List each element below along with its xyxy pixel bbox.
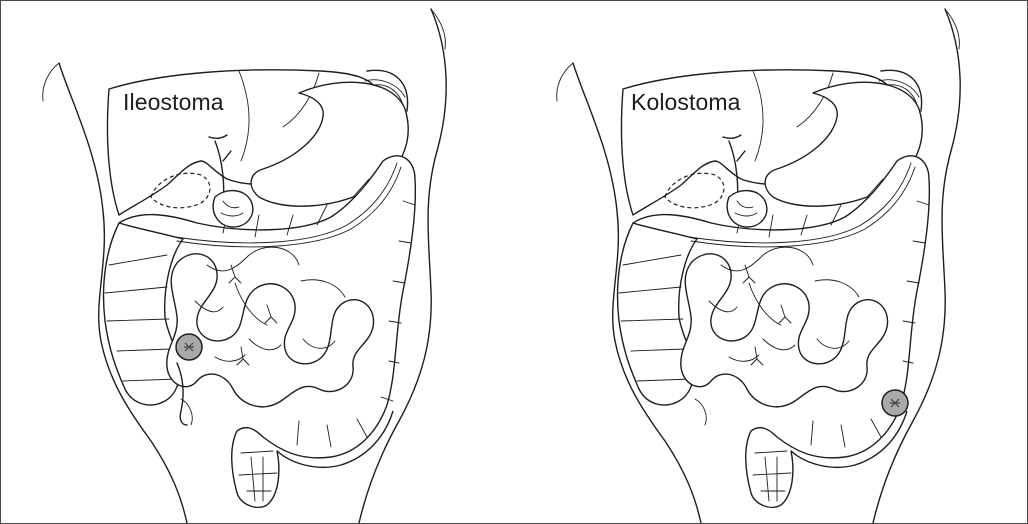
- stoma-marker-ileostomy: [176, 334, 202, 360]
- panel-label-ileostomy: Ileostoma: [123, 89, 224, 116]
- panel-colostomy: Kolostoma: [515, 1, 1028, 523]
- panel-label-colostomy: Kolostoma: [631, 89, 741, 116]
- colostomy-anatomy-illustration: [515, 1, 1028, 523]
- panel-ileostomy: Ileostoma: [1, 1, 515, 523]
- stoma-marker-colostomy: [882, 390, 908, 416]
- ileostomy-anatomy-illustration: [1, 1, 515, 523]
